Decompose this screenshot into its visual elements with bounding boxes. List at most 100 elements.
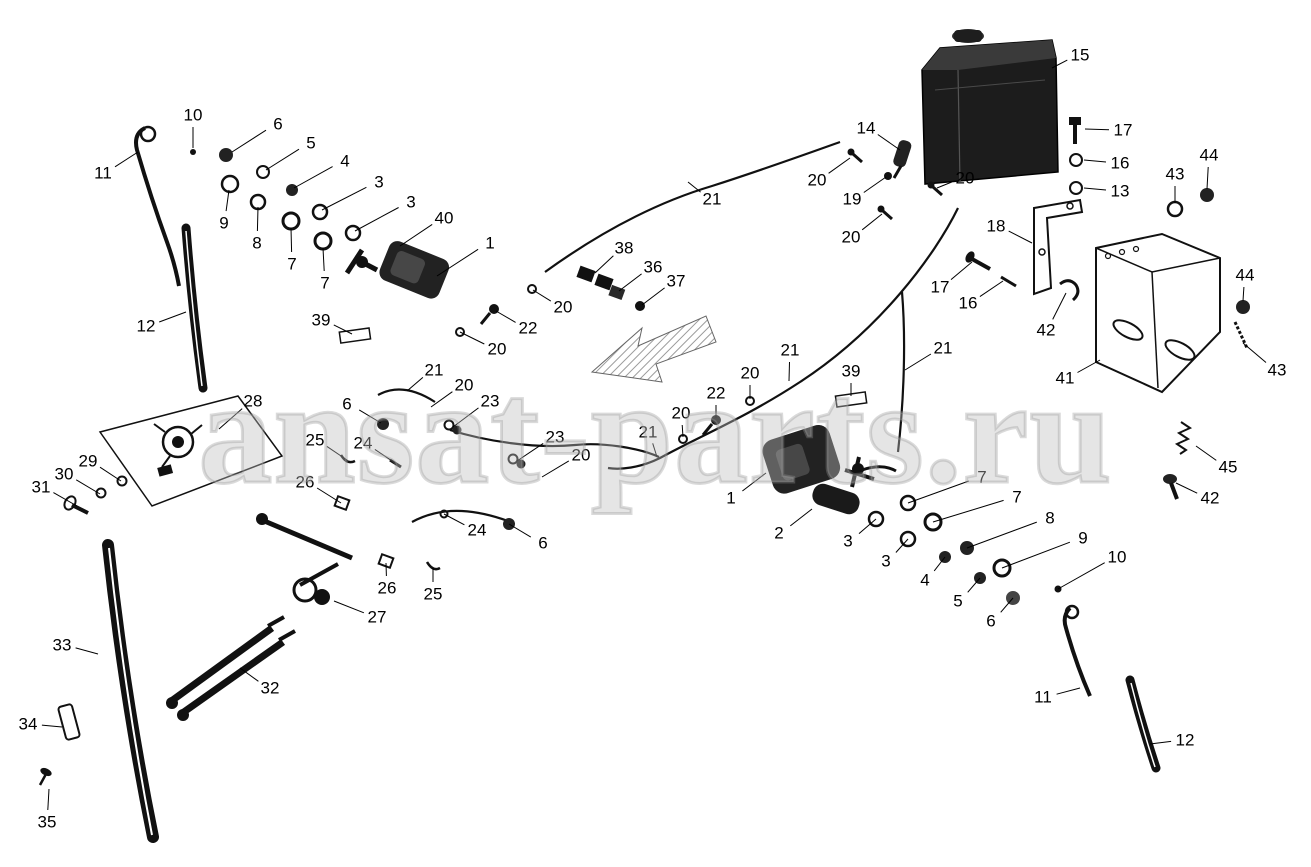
callout-6: 6	[538, 534, 547, 553]
hose-clamps	[339, 418, 526, 530]
leader-line-30	[75, 479, 101, 495]
callout-7: 7	[320, 274, 329, 293]
callout-32: 32	[261, 679, 280, 698]
leader-line-5	[967, 577, 981, 593]
label-plate-right	[834, 391, 868, 408]
leader-line-1	[436, 248, 479, 277]
leader-line-20	[541, 460, 570, 478]
leader-line-15	[1051, 59, 1068, 69]
callout-21: 21	[781, 341, 800, 360]
callout-4: 4	[920, 571, 929, 590]
callout-6: 6	[342, 395, 351, 414]
callout-20: 20	[572, 446, 591, 465]
callout-10: 10	[184, 106, 203, 125]
tray-fasteners	[63, 475, 128, 515]
callout-12: 12	[1176, 731, 1195, 750]
callout-10: 10	[1108, 548, 1127, 567]
leader-line-29	[99, 466, 122, 482]
callout-1: 1	[726, 489, 735, 508]
leader-line-37	[641, 287, 665, 306]
callout-25: 25	[424, 585, 443, 604]
callout-20: 20	[741, 364, 760, 383]
callout-3: 3	[374, 173, 383, 192]
bolt-42-lower	[1163, 474, 1179, 500]
nut-44-lower	[1236, 300, 1250, 314]
callout-20: 20	[808, 171, 827, 190]
leader-line-21	[406, 377, 424, 392]
leader-line-42	[1052, 292, 1067, 320]
callout-14: 14	[857, 119, 876, 138]
leader-line-22	[495, 310, 516, 323]
wiper-blade-right	[1125, 675, 1161, 773]
callout-43: 43	[1166, 165, 1185, 184]
leader-line-12	[159, 311, 187, 323]
leader-line-45	[1195, 445, 1217, 461]
leader-line-7	[907, 480, 969, 504]
wiper-blade-left	[181, 223, 208, 393]
hose-lower	[411, 509, 509, 523]
leader-line-12	[1149, 740, 1172, 745]
wiper-arm-right	[1062, 604, 1092, 697]
callout-40: 40	[435, 209, 454, 228]
callout-44: 44	[1200, 146, 1219, 165]
leader-line-27	[333, 600, 365, 614]
callout-39: 39	[312, 311, 331, 330]
callout-29: 29	[79, 452, 98, 471]
callout-20: 20	[956, 169, 975, 188]
callout-33: 33	[53, 636, 72, 655]
callout-12: 12	[137, 317, 156, 336]
leader-line-25	[326, 445, 348, 461]
leader-line-18	[1008, 230, 1033, 244]
leader-line-44	[1206, 166, 1209, 190]
callout-37: 37	[667, 272, 686, 291]
callout-16: 16	[959, 294, 978, 313]
callout-8: 8	[252, 234, 261, 253]
leader-line-20	[532, 289, 552, 302]
leader-line-32	[239, 667, 259, 682]
spring-45	[1174, 421, 1193, 455]
washer-pump	[884, 140, 912, 180]
fastener-35	[38, 767, 52, 786]
leader-line-20	[861, 213, 883, 231]
callout-6: 6	[273, 115, 282, 134]
callout-21: 21	[934, 339, 953, 358]
leader-line-21	[652, 443, 658, 458]
callout-28: 28	[244, 392, 263, 411]
leader-line-3	[858, 518, 877, 534]
washers-16-13	[1069, 153, 1083, 195]
leader-line-8	[966, 521, 1037, 549]
leader-line-16	[979, 280, 1004, 298]
callout-20: 20	[672, 404, 691, 423]
callout-45: 45	[1219, 458, 1238, 477]
leader-line-3	[321, 186, 367, 211]
callout-7: 7	[287, 255, 296, 274]
callout-24: 24	[354, 434, 373, 453]
callout-19: 19	[843, 190, 862, 209]
leader-line-21	[904, 353, 932, 371]
leader-line-6	[1000, 597, 1014, 613]
bolt-17-top	[1069, 117, 1081, 144]
leader-line-7	[290, 227, 293, 253]
mid-screws	[965, 251, 1017, 288]
leader-line-23	[516, 442, 544, 462]
leader-line-3	[354, 207, 399, 232]
callout-43: 43	[1268, 361, 1287, 380]
callout-3: 3	[406, 193, 415, 212]
callout-23: 23	[481, 392, 500, 411]
leader-line-5	[265, 148, 300, 171]
wiper-motor-right	[762, 424, 897, 515]
callout-6: 6	[986, 612, 995, 631]
leader-line-23	[452, 407, 479, 428]
leader-line-20	[828, 157, 851, 174]
leader-line-9	[225, 189, 230, 212]
leader-line-7	[322, 247, 325, 272]
callout-35: 35	[38, 813, 57, 832]
direction-arrow	[590, 315, 717, 383]
leader-line-21	[788, 361, 790, 382]
callout-36: 36	[644, 258, 663, 277]
hardware-chain-left	[190, 148, 362, 251]
callout-3: 3	[881, 552, 890, 571]
callout-30: 30	[55, 465, 74, 484]
leader-line-33	[75, 647, 99, 655]
